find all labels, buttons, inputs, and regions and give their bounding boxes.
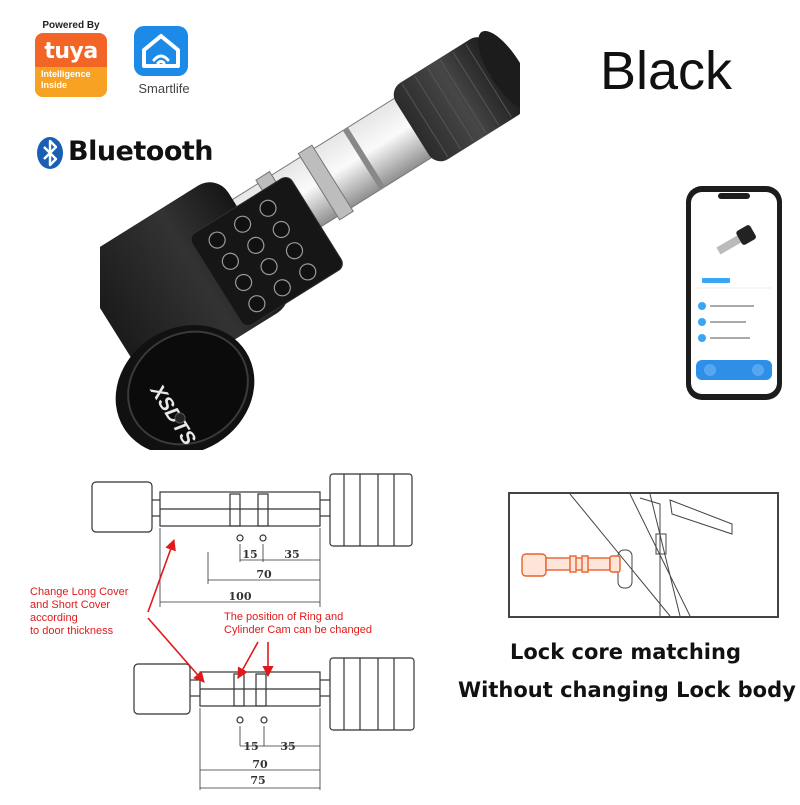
dim-top-35: 35 <box>284 548 299 561</box>
tuya-badge: Powered By tuya Intelligence Inside <box>34 20 108 98</box>
cylinder-diagram-bottom: 15 35 70 75 <box>130 650 430 800</box>
cylinder-diagram-top: 15 35 70 100 <box>88 472 428 622</box>
smartlife-label: Smartlife <box>138 81 190 96</box>
smartlife-home-icon <box>134 26 188 76</box>
smartlife-badge: Smartlife <box>124 26 204 98</box>
note-cover-change: Change Long Cover and Short Cover accord… <box>30 586 160 638</box>
note-cover-line2: and Short Cover <box>30 599 111 611</box>
door-install-illustration <box>508 492 779 618</box>
note-cover-line4: to door thickness <box>30 625 114 637</box>
note-ring-position: The position of Ring and Cylinder Cam ca… <box>224 611 424 637</box>
dim-top-70: 70 <box>256 568 272 581</box>
dim-bot-35: 35 <box>280 740 295 753</box>
smart-lock-photo: XSDTS <box>80 10 534 455</box>
dim-top-100: 100 <box>229 590 252 603</box>
tuya-sub-line2: Inside <box>41 80 68 90</box>
bluetooth-label: Bluetooth <box>68 136 214 167</box>
phone-app-screenshot <box>684 184 784 402</box>
dim-bot-70: 70 <box>252 758 268 771</box>
note-ring-line2: Cylinder Cam can be changed <box>224 624 372 636</box>
dim-bot-15: 15 <box>243 740 258 753</box>
note-ring-line1: The position of Ring and <box>224 611 344 623</box>
dim-top-15: 15 <box>242 548 257 561</box>
color-title: Black <box>600 41 733 101</box>
tuya-sub-line1: Intelligence <box>41 69 91 79</box>
tuya-logo: tuya Intelligence Inside <box>35 33 107 97</box>
note-cover-line1: Change Long Cover <box>30 586 129 598</box>
caption-lock-core-matching: Lock core matching <box>510 640 741 664</box>
bluetooth-icon <box>36 136 64 170</box>
dim-bot-75: 75 <box>250 774 265 787</box>
caption-without-changing-body: Without changing Lock body <box>458 678 796 702</box>
bluetooth-badge: Bluetooth <box>36 134 214 174</box>
tuya-brand-label: tuya <box>44 39 98 64</box>
powered-by-label: Powered By <box>42 20 100 31</box>
note-cover-line3: according <box>30 612 78 624</box>
